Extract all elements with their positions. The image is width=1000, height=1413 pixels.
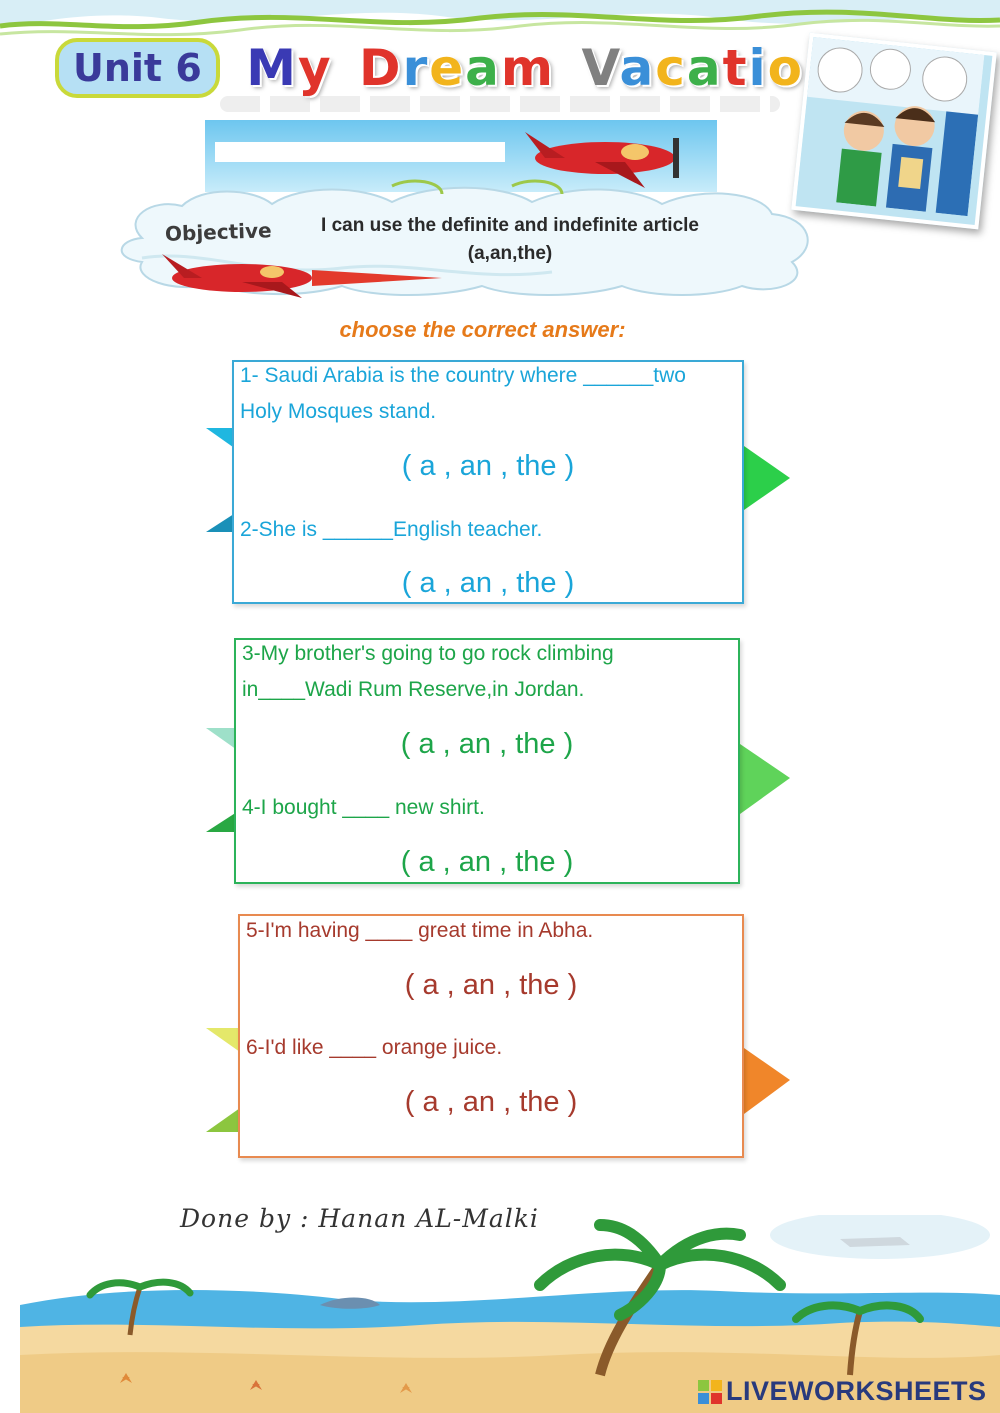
title-shadow-decoration <box>220 96 780 112</box>
question-6-options[interactable]: ( a , an , the ) <box>404 1086 578 1118</box>
dolphin-icon <box>320 1297 380 1309</box>
question-6-line-1: 6-I'd like ____ orange juice. <box>246 1036 503 1059</box>
palm-tree-right-icon <box>792 1301 924 1376</box>
page-title: Unit 6 My Dream Vacation <box>55 38 842 108</box>
question-5-options[interactable]: ( a , an , the ) <box>404 969 578 1001</box>
title-word-3: Vacation <box>581 39 839 97</box>
question-5-line-1: 5-I'm having ____ great time in Abha. <box>246 919 594 942</box>
question-2-options[interactable]: ( a , an , the ) <box>401 567 575 599</box>
plane-icon <box>840 1237 910 1247</box>
question-card-3: 5-I'm having ____ great time in Abha. ( … <box>238 914 744 1158</box>
objective-label: Objective <box>164 218 273 246</box>
starfish-icon <box>120 1373 132 1383</box>
starfish-icon-3 <box>400 1383 412 1393</box>
objective-line-2: (a,an,the) <box>467 243 553 264</box>
question-1-line-1: 1- Saudi Arabia is the country where ___… <box>240 364 686 387</box>
title-word-1: My <box>246 39 333 97</box>
brand-name: LIVEWORKSHEETS <box>726 1376 987 1406</box>
sky-banner <box>205 120 717 192</box>
instruction-text: choose the correct answer: <box>339 317 626 342</box>
question-card-1: 1- Saudi Arabia is the country where ___… <box>232 360 744 604</box>
question-1-line-2: Holy Mosques stand. <box>240 400 437 423</box>
question-1-options[interactable]: ( a , an , the ) <box>401 450 575 482</box>
question-4-options[interactable]: ( a , an , the ) <box>400 846 574 878</box>
question-card-2: 3-My brother's going to go rock climbing… <box>234 638 740 884</box>
question-3-options[interactable]: ( a , an , the ) <box>400 728 574 760</box>
starfish-icon-2 <box>250 1380 262 1390</box>
question-3-line-1: 3-My brother's going to go rock climbing <box>242 642 614 665</box>
question-4-line-1: 4-I bought ____ new shirt. <box>242 796 485 819</box>
red-airplane-icon-2 <box>162 254 442 298</box>
kids-travel-photo <box>791 32 997 230</box>
liveworksheets-logo-icon <box>698 1380 722 1404</box>
top-wave-decoration <box>0 0 1000 37</box>
card-arrows-decoration <box>206 428 790 1132</box>
palm-tree-small-icon <box>86 1278 194 1336</box>
question-3-line-2: in____Wadi Rum Reserve,in Jordan. <box>242 678 585 701</box>
palm-tree-icon <box>534 1219 786 1377</box>
red-airplane-icon <box>525 132 679 188</box>
objective-cloud <box>120 179 809 298</box>
banner-tape <box>215 142 505 162</box>
kids-illustration <box>796 37 985 217</box>
objective-line-1: I can use the definite and indefinite ar… <box>321 215 699 236</box>
objective-text: I can use the definite and indefinite ar… <box>280 212 740 268</box>
beach-scene <box>20 1215 1000 1413</box>
author-credit: Done by : Hanan AL-Malki <box>180 1204 539 1233</box>
title-word-2: Dream <box>359 39 556 97</box>
unit-badge: Unit 6 <box>55 38 220 98</box>
question-2-line-1: 2-She is ______English teacher. <box>240 518 543 541</box>
